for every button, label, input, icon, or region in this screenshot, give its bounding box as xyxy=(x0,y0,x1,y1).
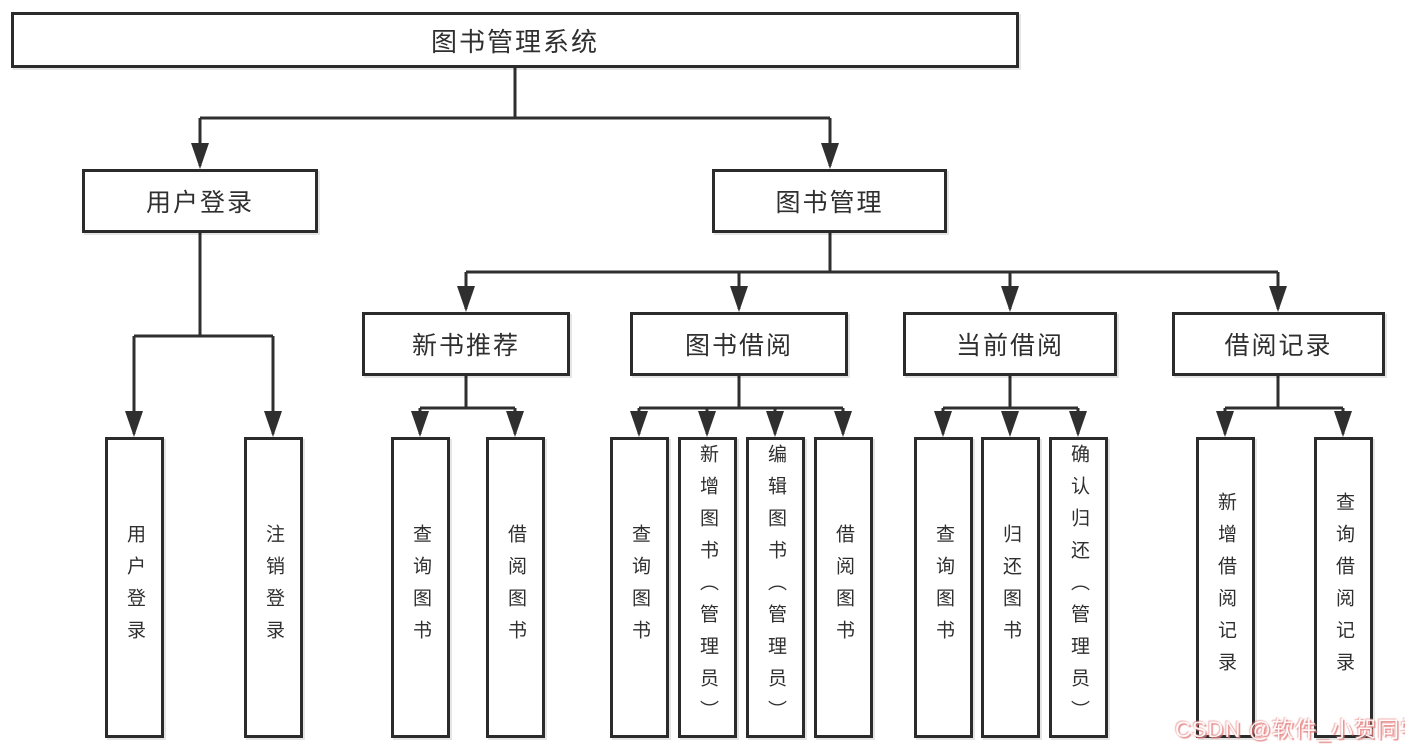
leaf-label: 用户登录 xyxy=(124,523,145,652)
arrow-down-icon xyxy=(125,411,143,437)
node-label: 用户登录 xyxy=(145,189,254,217)
node-label: 借阅记录 xyxy=(1224,332,1333,360)
node-root-system: 图书管理系统 xyxy=(11,12,1019,68)
leaf-label: 查询图书 xyxy=(629,523,650,652)
node-label: 图书借阅 xyxy=(684,332,793,360)
arrow-down-icon xyxy=(191,143,209,169)
node-new-book-recommend: 新书推荐 xyxy=(362,312,570,376)
arrow-down-icon xyxy=(1216,411,1234,437)
arrow-down-icon xyxy=(1269,286,1287,312)
node-user-login-branch: 用户登录 xyxy=(82,169,318,233)
arrow-down-icon xyxy=(630,411,648,437)
arrow-down-icon xyxy=(1334,411,1352,437)
leaf-label: 借阅图书 xyxy=(833,523,854,652)
node-borrow-records: 借阅记录 xyxy=(1172,312,1385,376)
arrow-down-icon xyxy=(766,411,784,437)
leaf-logout: 注销登录 xyxy=(244,437,303,738)
arrow-down-icon xyxy=(457,286,475,312)
leaf-borrow-books-recommend: 借阅图书 xyxy=(486,437,545,738)
csdn-watermark: CSDN @软件_小贺同学 xyxy=(1175,717,1405,742)
node-label: 图书管理 xyxy=(775,189,884,217)
arrow-down-icon xyxy=(264,411,282,437)
leaf-add-books-admin: 新增图书（管理员） xyxy=(678,437,737,738)
leaf-edit-books-admin: 编辑图书（管理员） xyxy=(746,437,805,738)
leaf-label: 归还图书 xyxy=(1000,523,1021,652)
node-label: 当前借阅 xyxy=(955,332,1064,360)
leaf-label: 注销登录 xyxy=(263,523,284,652)
arrow-down-icon xyxy=(411,411,429,437)
node-book-management-branch: 图书管理 xyxy=(712,169,947,233)
leaf-label: 新增借阅记录 xyxy=(1215,491,1236,684)
leaf-label: 借阅图书 xyxy=(505,523,526,652)
arrow-down-icon xyxy=(730,286,748,312)
leaf-return-books: 归还图书 xyxy=(981,437,1040,738)
arrow-down-icon xyxy=(1001,286,1019,312)
leaf-label: 查询图书 xyxy=(410,523,431,652)
leaf-label: 编辑图书（管理员） xyxy=(765,443,786,732)
arrowheads xyxy=(125,143,1352,437)
arrow-down-icon xyxy=(1001,411,1019,437)
leaf-query-borrow-record: 查询借阅记录 xyxy=(1314,437,1373,738)
leaf-user-login: 用户登录 xyxy=(105,437,164,738)
node-label: 图书管理系统 xyxy=(430,26,599,57)
leaf-query-books-borrow: 查询图书 xyxy=(610,437,669,738)
leaf-label: 查询图书 xyxy=(933,523,954,652)
node-current-borrow: 当前借阅 xyxy=(903,312,1117,376)
arrow-down-icon xyxy=(506,411,524,437)
leaf-add-borrow-record: 新增借阅记录 xyxy=(1196,437,1255,738)
leaf-label: 确认归还（管理员） xyxy=(1068,443,1089,732)
connector-paths xyxy=(132,68,1345,434)
leaf-borrow-books: 借阅图书 xyxy=(814,437,873,738)
node-book-borrow: 图书借阅 xyxy=(630,312,848,376)
arrow-down-icon xyxy=(834,411,852,437)
node-label: 新书推荐 xyxy=(411,332,520,360)
arrow-down-icon xyxy=(1069,411,1087,437)
arrow-down-icon xyxy=(934,411,952,437)
leaf-label: 查询借阅记录 xyxy=(1333,491,1354,684)
leaf-query-books-recommend: 查询图书 xyxy=(391,437,450,738)
leaf-query-books-current: 查询图书 xyxy=(914,437,973,738)
arrow-down-icon xyxy=(698,411,716,437)
leaf-label: 新增图书（管理员） xyxy=(697,443,718,732)
arrow-down-icon xyxy=(821,143,839,169)
leaf-confirm-return-admin: 确认归还（管理员） xyxy=(1049,437,1108,738)
